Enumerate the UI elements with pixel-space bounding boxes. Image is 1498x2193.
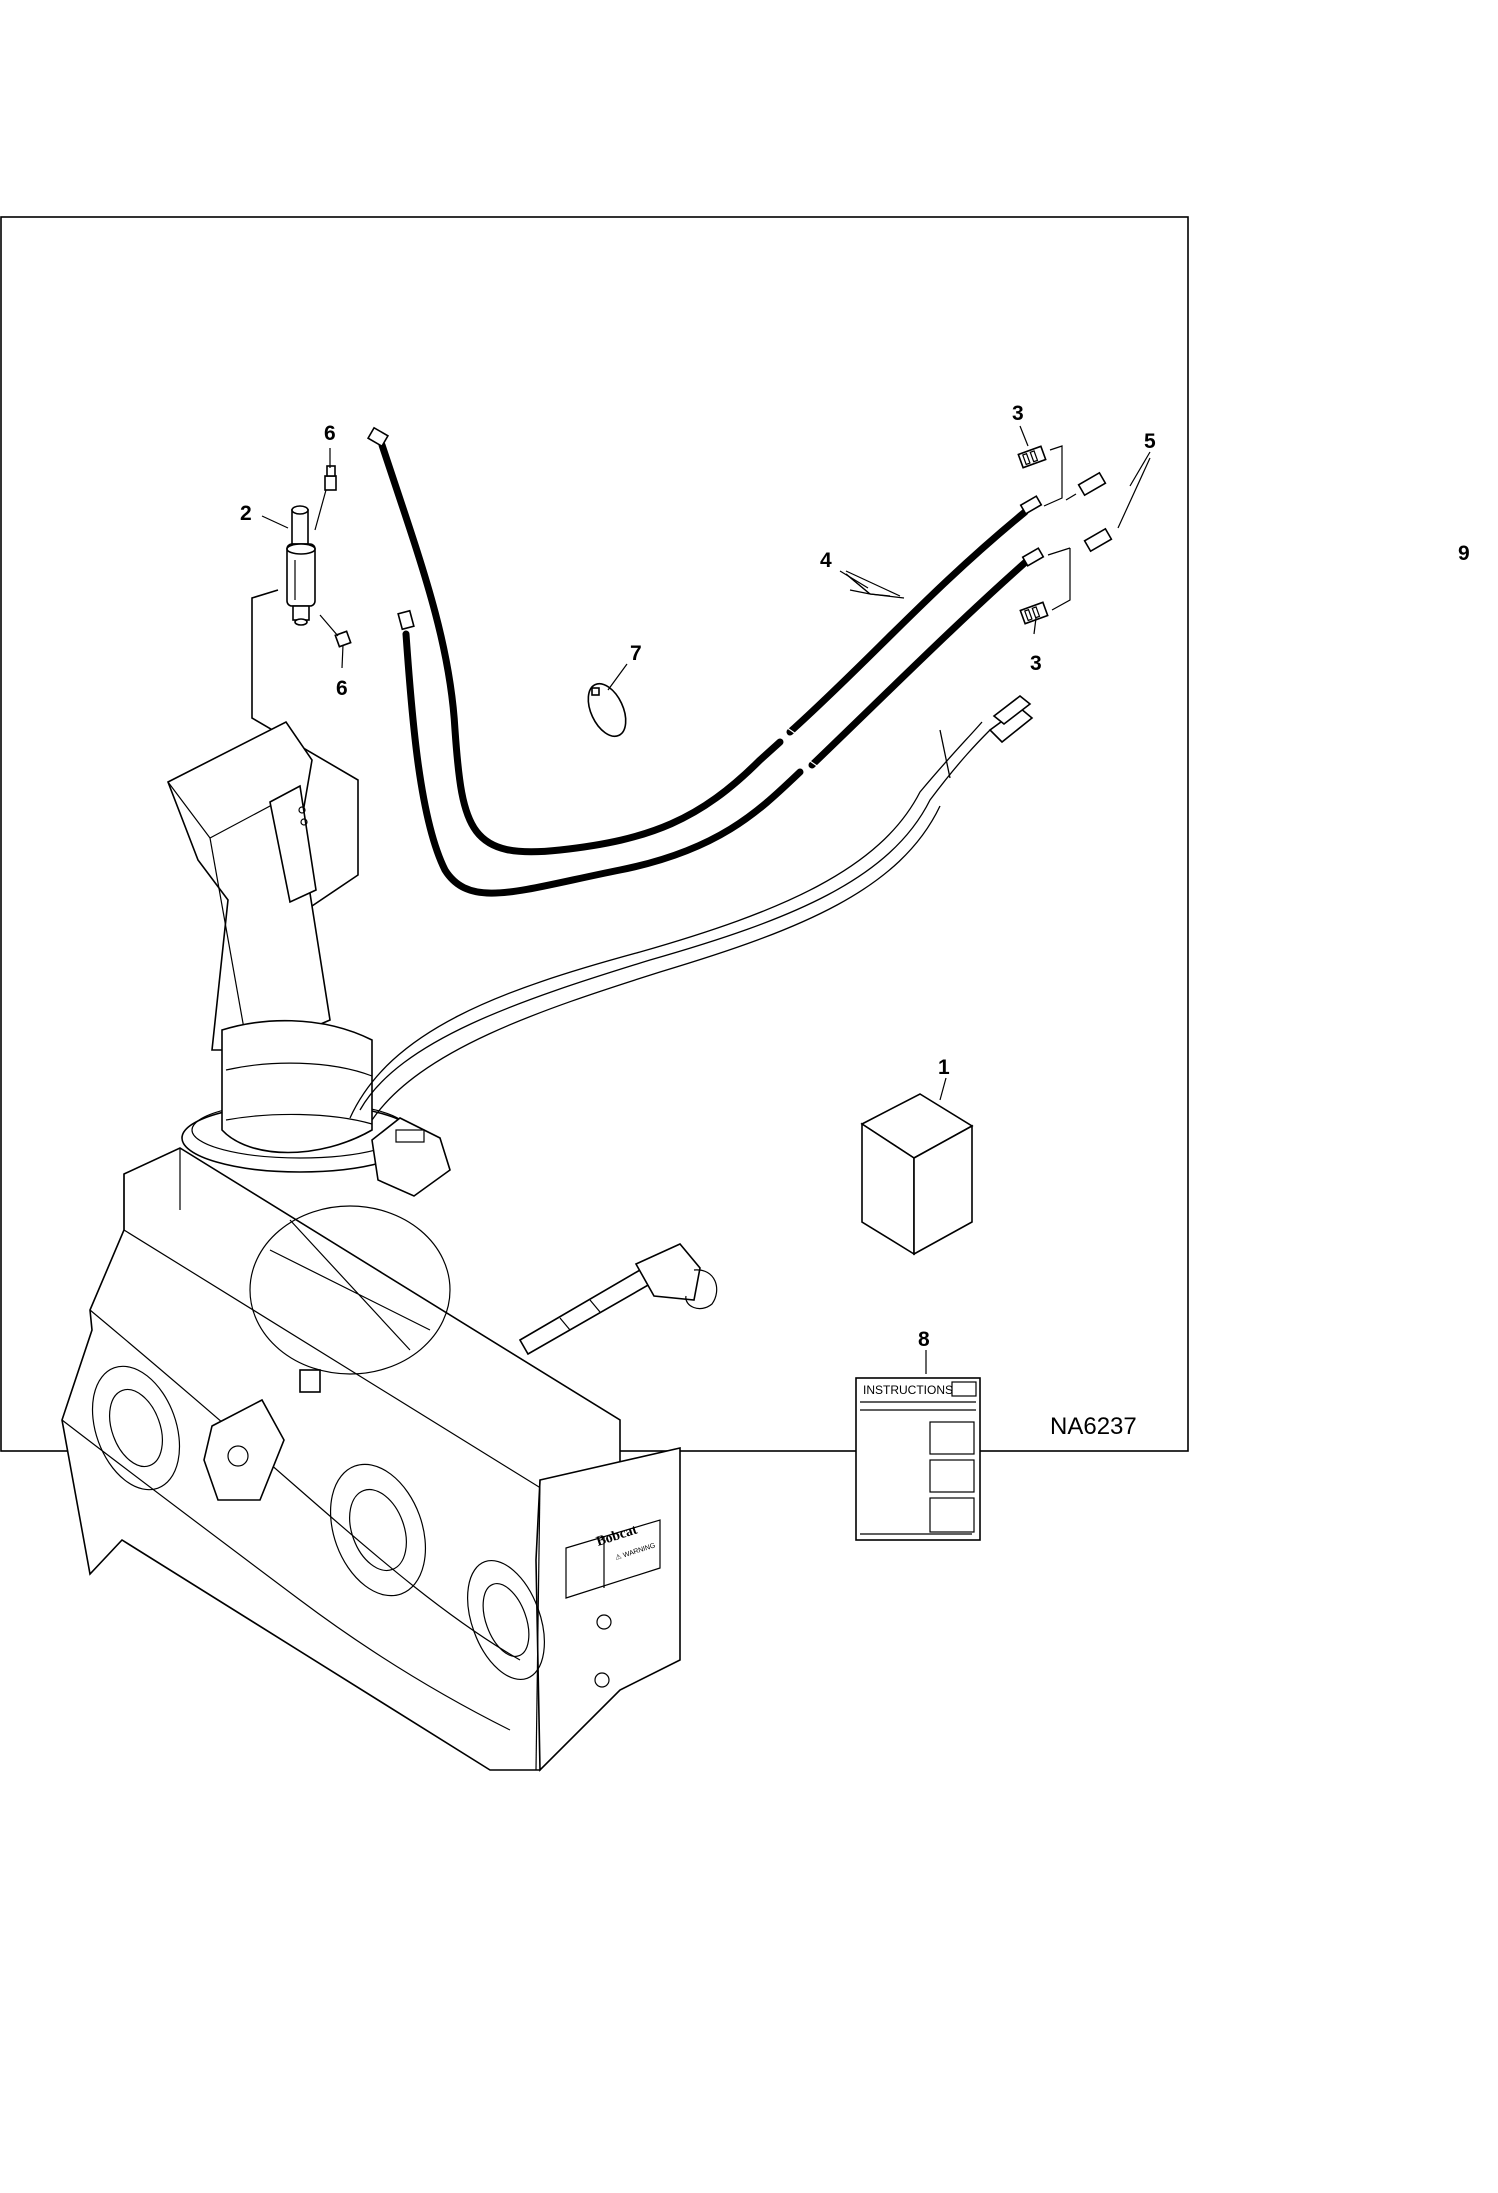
fitting-top [314, 465, 337, 531]
callout-6-lower: 6 [336, 677, 348, 700]
coupler-upper [1017, 445, 1047, 469]
callout-1: 1 [938, 1056, 950, 1079]
callout-5: 5 [1144, 430, 1156, 453]
callout-2: 2 [240, 502, 252, 525]
leader-lines [261, 425, 1151, 1374]
instructions-manual [855, 1377, 981, 1541]
callout-6-upper: 6 [324, 422, 336, 445]
coupler-lower [1019, 601, 1049, 625]
callout-9: 9 [1458, 542, 1470, 565]
instructions-label: INSTRUCTIONS [863, 1383, 953, 1397]
callout-3-upper: 3 [1012, 402, 1024, 425]
callout-8: 8 [918, 1328, 930, 1351]
fitting-bottom [319, 614, 352, 648]
adapter-upper [1077, 471, 1107, 497]
adapter-lower [1083, 527, 1113, 553]
hose-assembly [366, 426, 1045, 897]
callout-7: 7 [630, 642, 642, 665]
hydraulic-cylinder [286, 505, 316, 626]
snowblower [61, 694, 1034, 1772]
cable-tie [587, 682, 627, 738]
kit-box [860, 1093, 974, 1256]
callout-3-lower: 3 [1030, 652, 1042, 675]
callout-4: 4 [820, 549, 832, 572]
figure-id: NA6237 [1050, 1413, 1137, 1440]
